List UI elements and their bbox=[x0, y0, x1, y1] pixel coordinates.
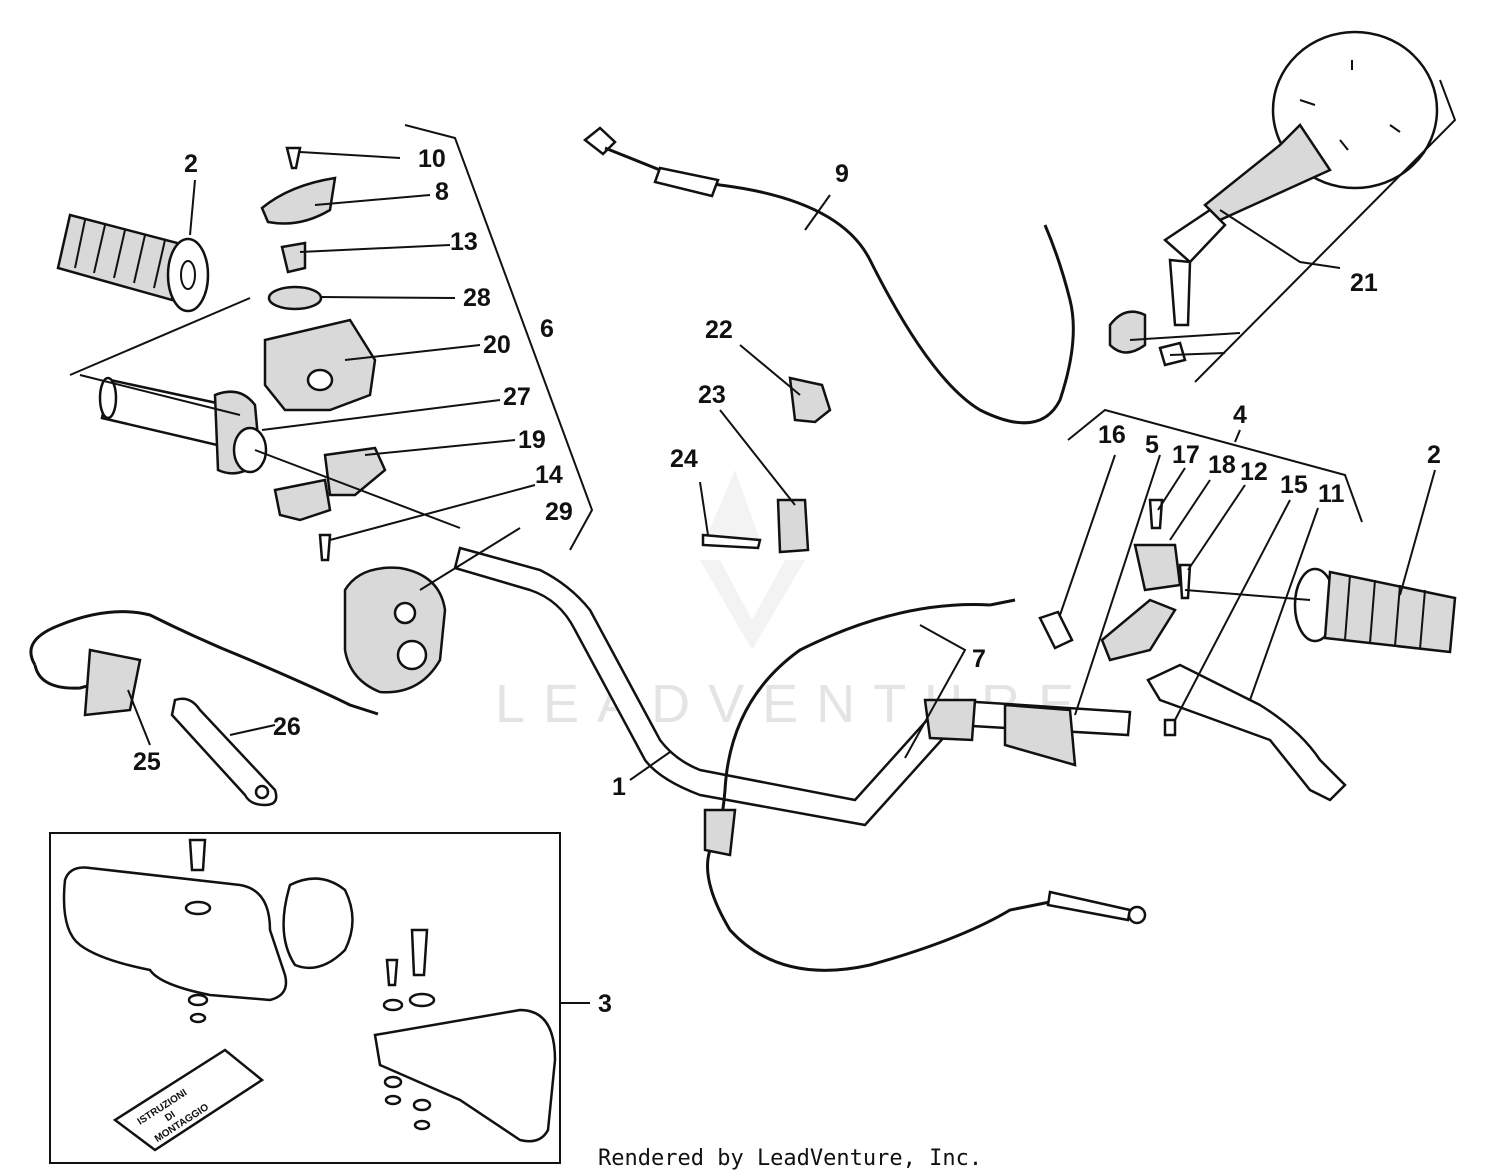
callout-29: 29 bbox=[545, 498, 573, 526]
callout-18: 18 bbox=[1208, 451, 1236, 479]
handguard-kit-box: ISTRUZIONI DI MONTAGGIO bbox=[49, 832, 561, 1164]
throttle-tube-part bbox=[98, 376, 268, 475]
callout-1: 1 bbox=[612, 773, 626, 801]
leader-lines bbox=[69, 79, 1457, 1004]
watermark-logo bbox=[700, 470, 805, 650]
callout-3: 3 bbox=[598, 990, 612, 1018]
callout-10: 10 bbox=[418, 145, 446, 173]
callout-12: 12 bbox=[1240, 458, 1268, 486]
callout-13: 13 bbox=[450, 228, 478, 256]
callout-4: 4 bbox=[1233, 401, 1247, 429]
callout-11: 11 bbox=[1318, 480, 1345, 508]
throttle-housing-part bbox=[260, 146, 387, 562]
callout-22: 22 bbox=[705, 316, 733, 344]
callout-25: 25 bbox=[133, 748, 161, 776]
callout-8: 8 bbox=[435, 178, 449, 206]
callout-5: 5 bbox=[1145, 431, 1159, 459]
callout-labels: 1 2 2 3 4 5 6 7 8 9 10 11 12 13 14 15 16… bbox=[133, 145, 1441, 1018]
kill-switch-lanyard-part bbox=[29, 610, 379, 807]
footer-credit: Rendered by LeadVenture, Inc. bbox=[598, 1146, 982, 1171]
callout-7: 7 bbox=[972, 645, 986, 673]
throttle-cable-part bbox=[703, 598, 1147, 972]
clutch-lever-part bbox=[1038, 498, 1347, 802]
callout-28: 28 bbox=[463, 284, 491, 312]
callout-19: 19 bbox=[518, 426, 546, 454]
callout-24: 24 bbox=[670, 445, 698, 473]
callout-2-right: 2 bbox=[1427, 441, 1441, 469]
choke-cable-part bbox=[582, 126, 1075, 425]
callout-2-left: 2 bbox=[184, 150, 198, 178]
cable-clip-part bbox=[701, 376, 832, 554]
callout-23: 23 bbox=[698, 381, 726, 409]
callout-14: 14 bbox=[535, 461, 563, 489]
callout-27: 27 bbox=[503, 383, 531, 411]
callout-9: 9 bbox=[835, 160, 849, 188]
right-grip-part bbox=[1293, 567, 1457, 654]
handlebar-part bbox=[453, 546, 1132, 827]
callout-17: 17 bbox=[1172, 441, 1200, 469]
callout-26: 26 bbox=[273, 713, 301, 741]
callout-15: 15 bbox=[1280, 471, 1308, 499]
switch-housing-part bbox=[343, 566, 447, 694]
callout-21: 21 bbox=[1350, 269, 1378, 297]
mirror-part bbox=[1108, 30, 1439, 367]
left-grip-part bbox=[56, 213, 210, 313]
callout-6: 6 bbox=[540, 315, 554, 343]
callout-20: 20 bbox=[483, 331, 511, 359]
callout-16: 16 bbox=[1098, 421, 1126, 449]
